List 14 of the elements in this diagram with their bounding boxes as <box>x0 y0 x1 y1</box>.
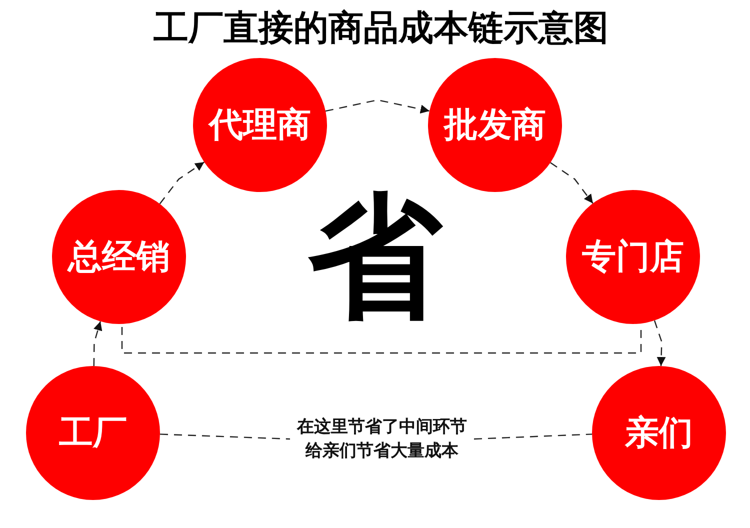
large-character: 省 <box>308 190 442 324</box>
circle-node: 总经销 <box>52 190 186 324</box>
circle-node: 代理商 <box>193 58 327 192</box>
diagram-title: 工厂直接的商品成本链示意图 <box>154 12 608 46</box>
circle-node: 批发商 <box>428 58 562 192</box>
circle-node: 工厂 <box>26 366 160 500</box>
circle-node: 亲们 <box>592 366 726 500</box>
arrow <box>325 99 430 114</box>
arrow <box>654 320 666 366</box>
arrow <box>159 162 205 204</box>
connector-line <box>159 434 593 440</box>
circle-node: 专门店 <box>566 190 700 324</box>
arrow <box>550 162 594 204</box>
arrow <box>93 321 102 366</box>
